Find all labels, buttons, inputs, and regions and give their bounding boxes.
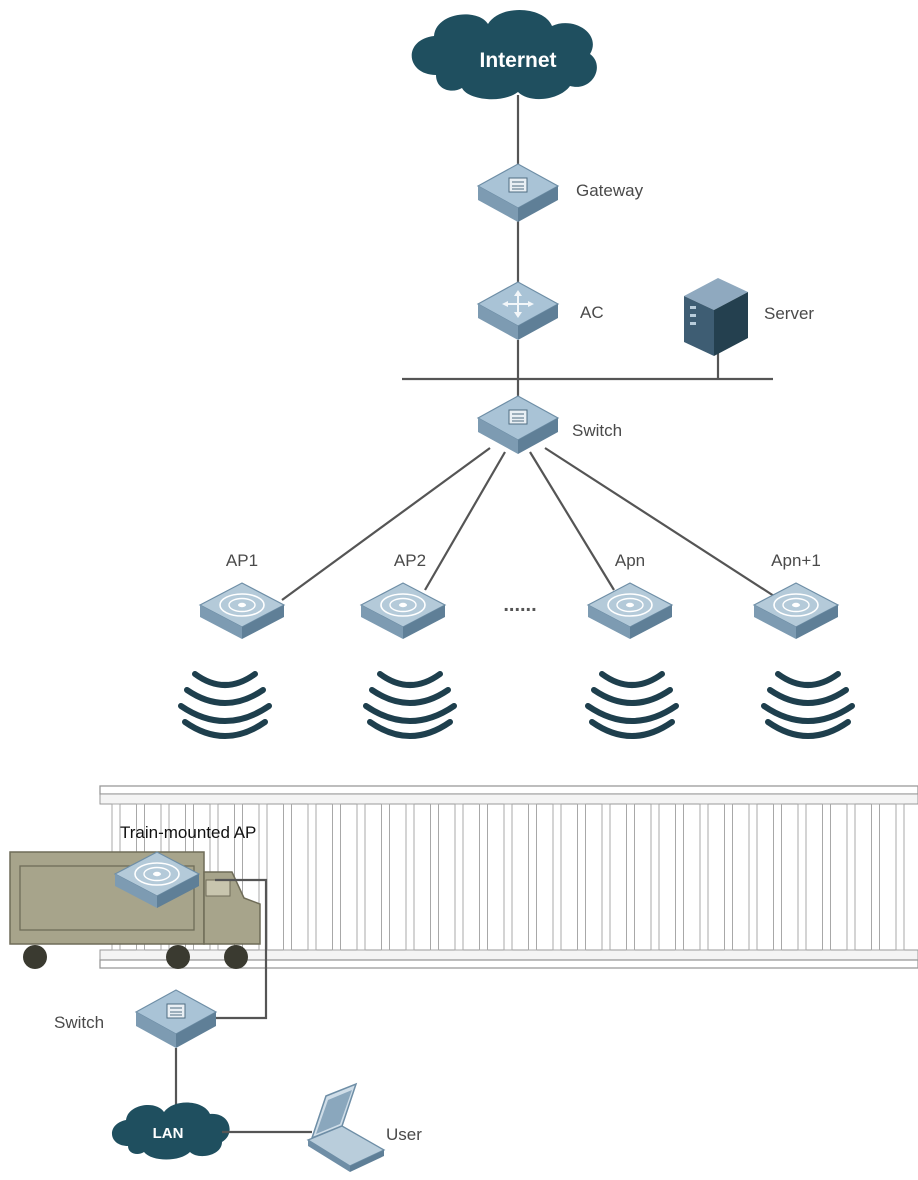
apn-wireless-waves-icon	[588, 674, 676, 736]
train-switch-label: Switch	[54, 1013, 104, 1032]
rail-sleeper	[797, 803, 807, 951]
ap-ellipsis: ......	[503, 594, 536, 616]
rail-sleeper	[283, 803, 292, 951]
gateway-icon	[477, 163, 559, 223]
core-switch-icon	[477, 395, 559, 455]
core-switch-label: Switch	[572, 421, 622, 440]
rail-sleeper	[454, 803, 464, 951]
gateway-label: Gateway	[576, 181, 644, 200]
rail-sleeper	[258, 803, 268, 951]
rail-sleeper	[552, 803, 562, 951]
link-switch-ap2	[424, 451, 506, 591]
ac-label: AC	[580, 303, 604, 322]
rail-sleeper	[846, 803, 856, 951]
rail-sleeper	[871, 803, 880, 951]
rail-sleeper	[503, 803, 513, 951]
server-label: Server	[764, 304, 814, 323]
rail-sleeper	[773, 803, 782, 951]
rail-sleeper	[626, 803, 635, 951]
rail-sleeper	[724, 803, 733, 951]
rail-sleeper	[650, 803, 660, 951]
rail-sleeper	[356, 803, 366, 951]
ap1-wireless-waves-icon	[181, 674, 269, 736]
link-switch-ap1	[281, 447, 491, 601]
ap2-label: AP2	[394, 551, 426, 570]
link-switch-apn	[529, 451, 615, 591]
rail-sleeper	[675, 803, 684, 951]
rail-sleeper	[332, 803, 341, 951]
rail-sleeper	[895, 803, 905, 951]
rail-sleeper	[307, 803, 317, 951]
rail-sleeper	[405, 803, 415, 951]
lan-label: LAN	[153, 1125, 184, 1142]
apn1-wireless-waves-icon	[764, 674, 852, 736]
lan-cloud-icon	[111, 1102, 230, 1160]
link-switch-apn1	[544, 447, 775, 597]
rail-sleeper	[479, 803, 488, 951]
internet-label: Internet	[479, 49, 556, 72]
rail-sleeper	[822, 803, 831, 951]
ac-icon	[477, 281, 559, 341]
rail-sleeper	[528, 803, 537, 951]
ap2-icon	[360, 582, 446, 640]
apn1-label: Apn+1	[771, 551, 821, 570]
apn-label: Apn	[615, 551, 645, 570]
user-laptop-icon	[306, 1082, 386, 1172]
server-icon	[684, 278, 748, 356]
rail-sleeper	[699, 803, 709, 951]
train-switch-icon	[135, 989, 217, 1049]
internet-cloud-icon	[411, 9, 597, 100]
apn-icon	[587, 582, 673, 640]
ap1-icon	[199, 582, 285, 640]
user-label: User	[386, 1125, 422, 1144]
rail-sleeper	[430, 803, 439, 951]
ap2-wireless-waves-icon	[366, 674, 454, 736]
train-ap-label: Train-mounted AP	[120, 823, 256, 842]
ap1-label: AP1	[226, 551, 258, 570]
rail-sleeper	[601, 803, 611, 951]
rail-sleeper	[381, 803, 390, 951]
rail-sleeper	[748, 803, 758, 951]
link-trainap-switch	[215, 878, 268, 1020]
rail-sleeper	[577, 803, 586, 951]
